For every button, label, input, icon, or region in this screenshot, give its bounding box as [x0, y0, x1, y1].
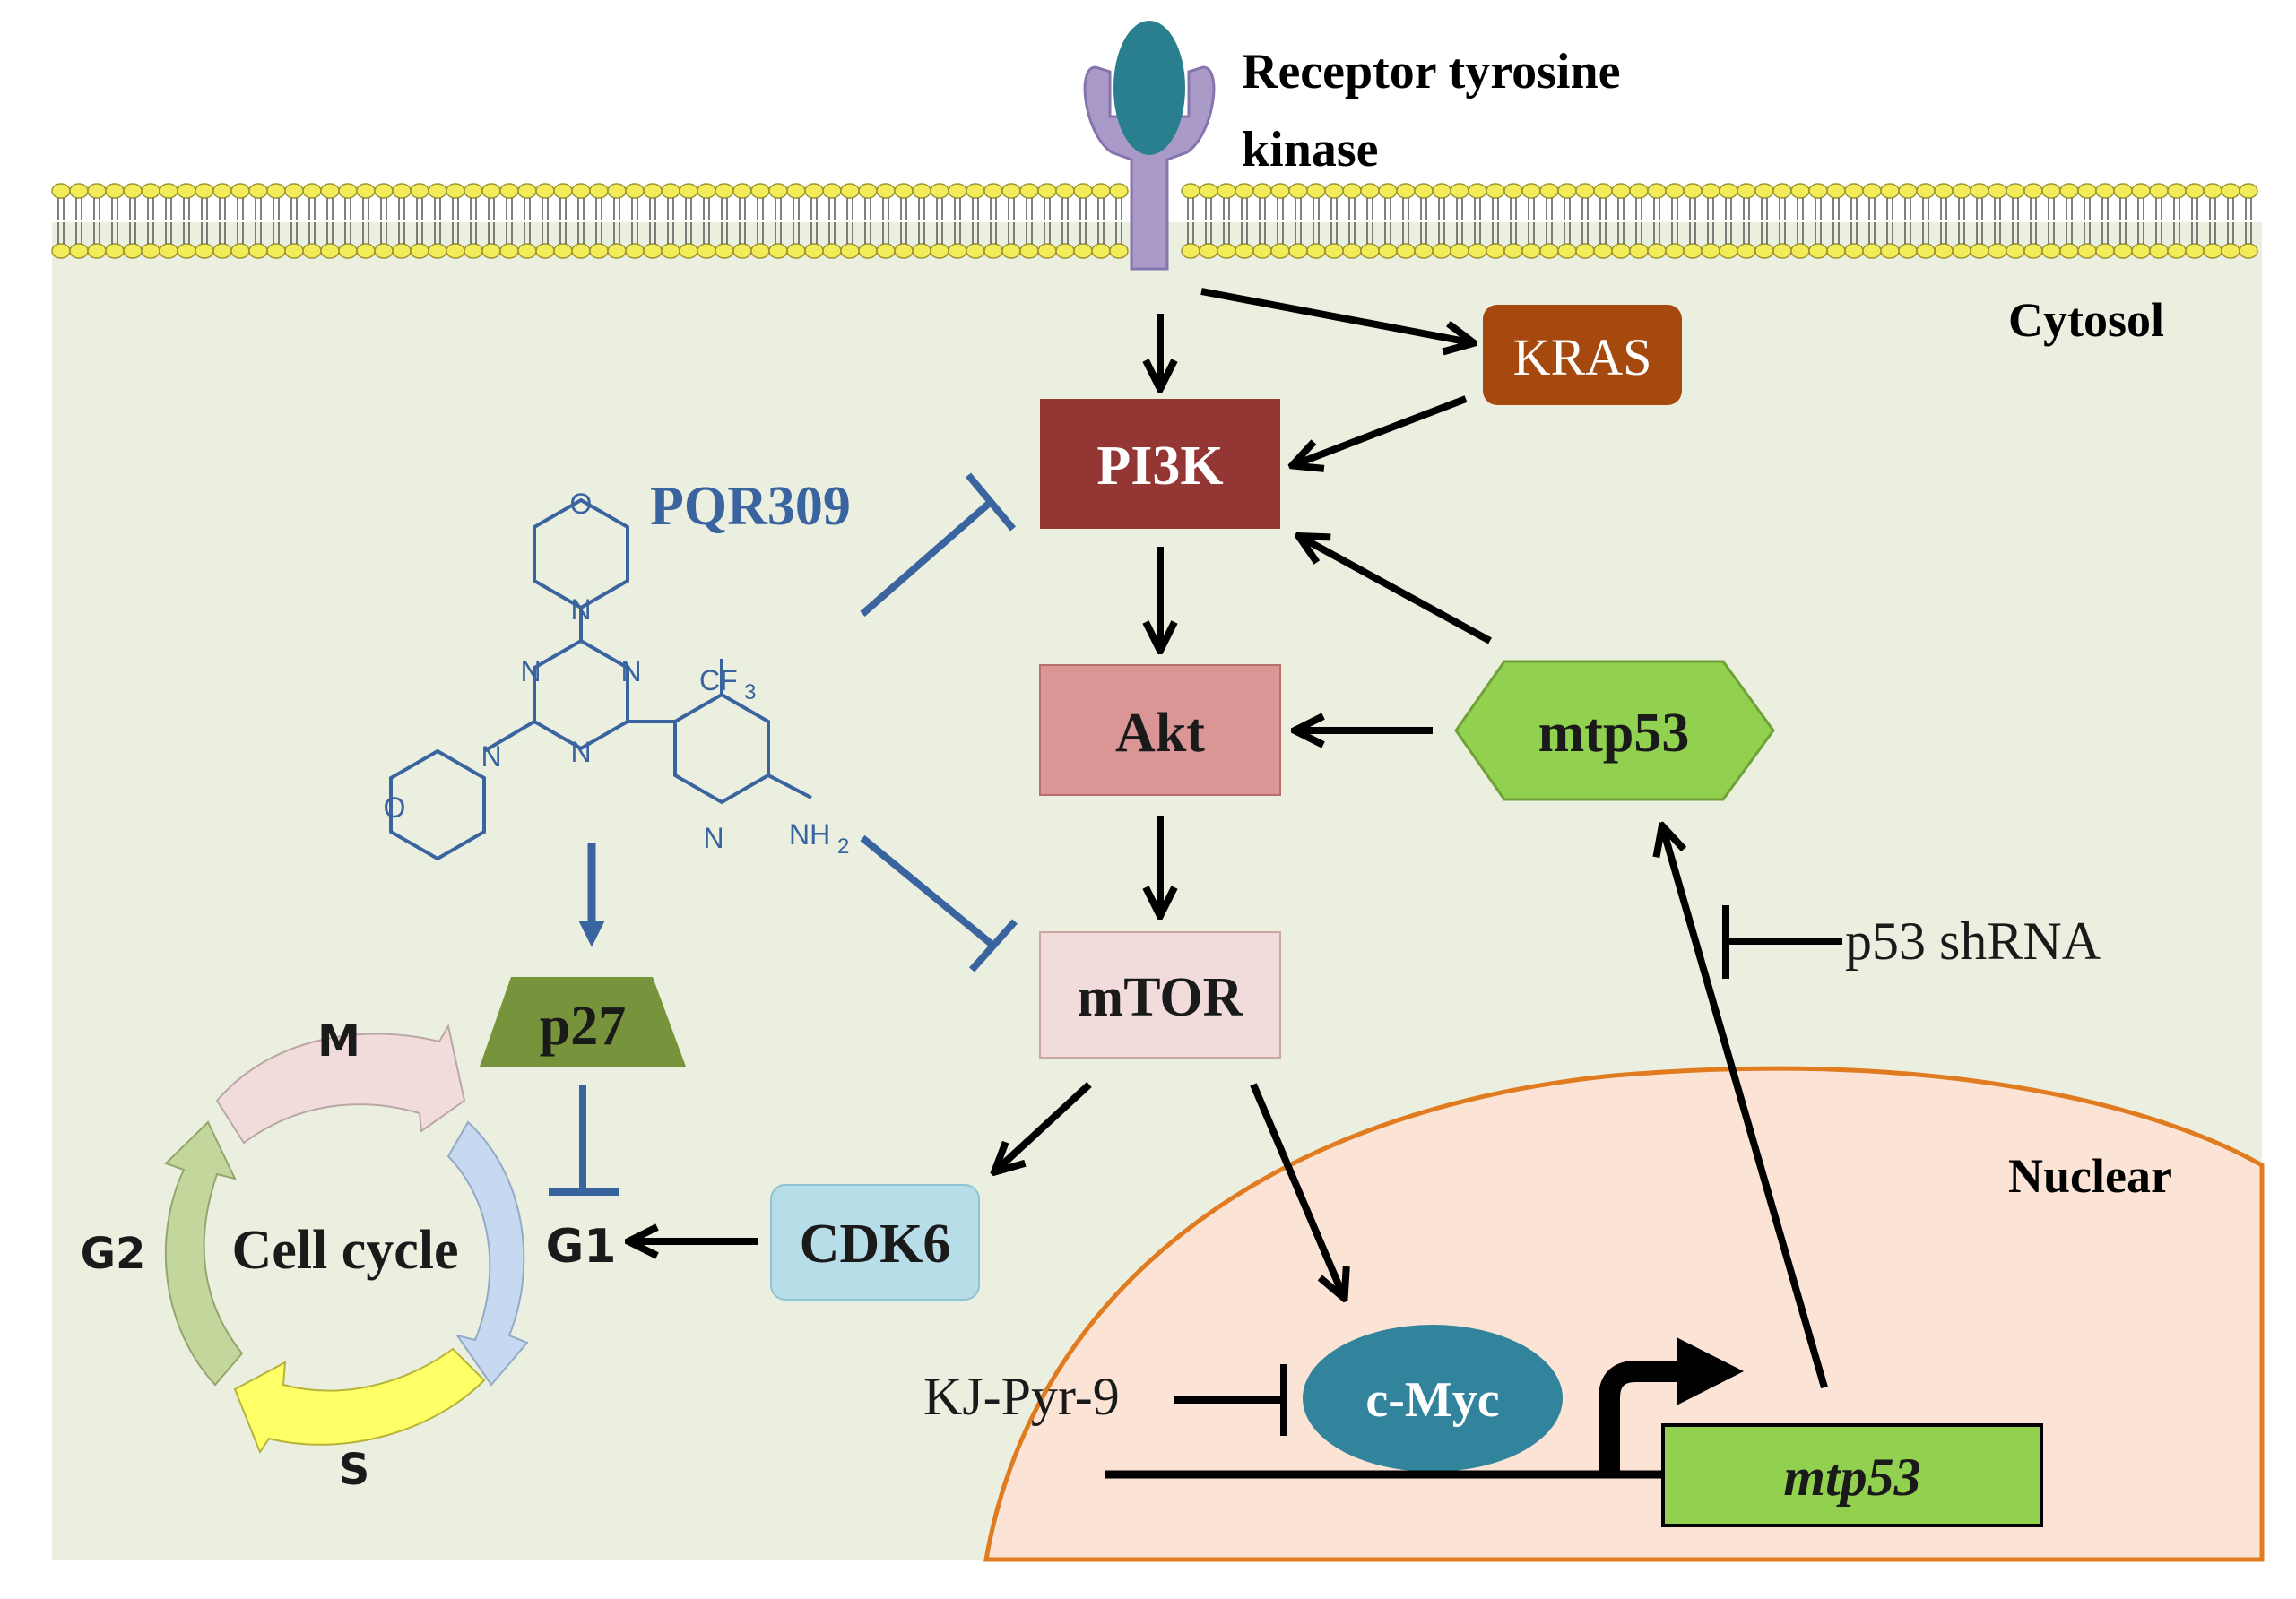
cell-membrane: [51, 183, 2258, 259]
cell-cycle-ring: [164, 1024, 529, 1455]
inhibit-drug-mtor-bar: [969, 919, 1018, 972]
phase-g2-arrow: [164, 1120, 244, 1387]
atom-n-top: N: [570, 593, 591, 626]
atom-o-left: O: [384, 791, 406, 824]
phase-s-arrow: [233, 1347, 486, 1455]
atom-n-left-ring: N: [481, 740, 501, 773]
promoter-arrow-icon: [1599, 1361, 1685, 1474]
atom-nh2: NH: [789, 818, 830, 851]
kras-node: [1483, 305, 1682, 405]
atom-n-right: N: [620, 655, 641, 687]
pi3k-label: PI3K: [1096, 436, 1223, 497]
atom-o-top: O: [570, 488, 593, 520]
atom-n-left: N: [520, 655, 541, 687]
inhibit-drug-pi3k-bar: [965, 472, 1017, 532]
arrow-kras-pi3k: [1295, 395, 1468, 464]
cytosol-label: Cytosol: [2008, 293, 2164, 347]
cmyc-label: c-Myc: [1365, 1372, 1499, 1428]
akt-label: Akt: [1115, 703, 1205, 764]
g1-label: G1: [546, 1220, 617, 1274]
p27-node: [480, 977, 686, 1067]
cdk6-node: [770, 1184, 980, 1301]
phase-s-label: S: [339, 1445, 370, 1495]
receptor-label-line1: Receptor tyrosine: [1242, 44, 1621, 99]
cdk6-label: CDK6: [800, 1214, 951, 1275]
atom-n-bottom: N: [570, 736, 591, 768]
kras-label: KRAS: [1513, 328, 1652, 386]
drug-inhibition-lines: [549, 472, 1018, 1196]
inhibit-drug-pi3k-line: [860, 498, 993, 618]
cmyc-node: [1303, 1325, 1563, 1472]
arrow-gene-mtp53: [1663, 829, 1828, 1389]
pi3k-node: [1040, 399, 1280, 529]
atom-cf3: CF: [699, 664, 738, 696]
kj-pyr9-label: KJ-Pyr-9: [923, 1367, 1120, 1426]
promoter-arrowhead-icon: [1677, 1337, 1744, 1405]
arrow-mtp53-pi3k: [1302, 538, 1492, 644]
p53-shrna-label: p53 shRNA: [1845, 912, 2101, 971]
mtor-label: mTOR: [1078, 967, 1244, 1028]
mtp53-gene-box: [1661, 1423, 2043, 1527]
nuclear-label: Nuclear: [2008, 1149, 2172, 1203]
mtp53-protein-label: mtp53: [1538, 703, 1690, 764]
mtp53-gene-label: mtp53: [1783, 1448, 1920, 1507]
inhibition-lines: [1174, 905, 1842, 1436]
phase-m-arrow: [215, 1024, 466, 1145]
arrow-mtor-cmyc: [1250, 1083, 1343, 1295]
receptor-tyrosine-kinase-icon: [1083, 21, 1216, 271]
pqr309-atom-labels: O N N N N N O CF 3 N NH 2: [384, 488, 850, 859]
atom-n-pyridine: N: [703, 822, 723, 854]
mtp53-protein-node: [1454, 660, 1775, 801]
pqr309-label: PQR309: [650, 476, 851, 537]
atom-cf3-sub: 3: [744, 680, 756, 704]
arrow-mtor-cdk6: [997, 1082, 1092, 1170]
receptor-label-line2: kinase: [1242, 122, 1379, 177]
atom-nh2-sub: 2: [837, 834, 849, 859]
p27-label: p27: [540, 996, 626, 1057]
phase-g1-arrow: [446, 1120, 529, 1387]
arrow-rtk-kras: [1200, 288, 1470, 342]
akt-node: [1039, 664, 1281, 796]
activation-arrows: [632, 288, 1828, 1389]
phase-g2-label: G2: [81, 1229, 146, 1279]
cell-cycle-label: Cell cycle: [231, 1220, 458, 1281]
inhibit-drug-mtor-line: [860, 834, 996, 949]
phase-m-label: M: [317, 1016, 360, 1067]
mtor-node: [1039, 931, 1281, 1059]
pqr309-structure-icon: [389, 497, 812, 861]
